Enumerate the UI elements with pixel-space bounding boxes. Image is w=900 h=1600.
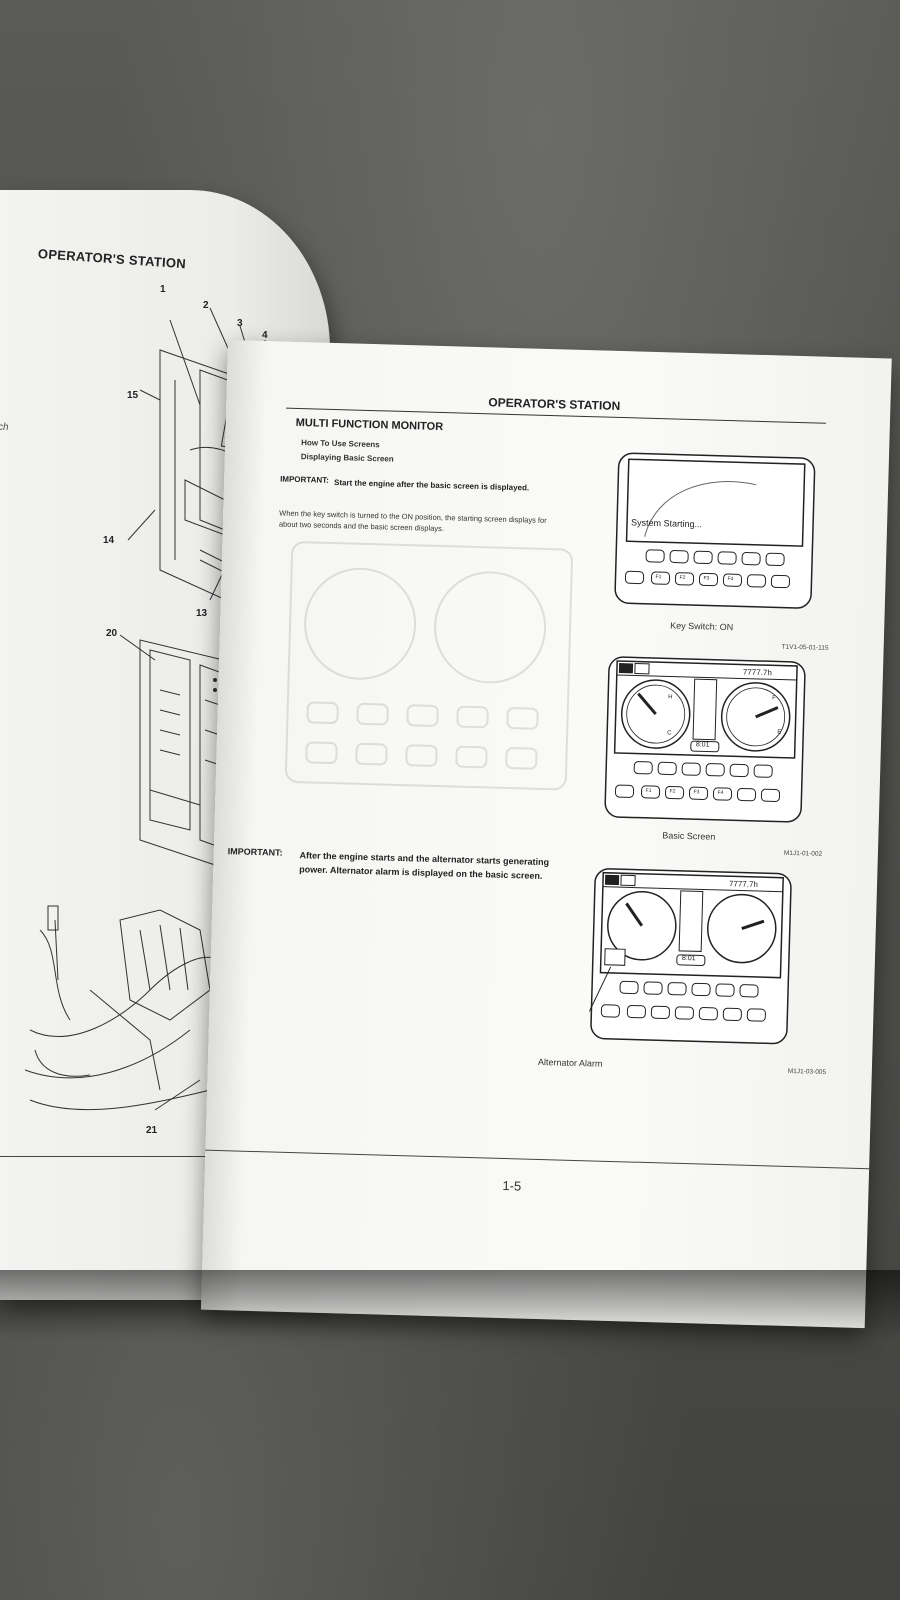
starting-screen-text: System Starting...: [630, 517, 703, 530]
callout-2: 2: [203, 300, 209, 311]
section-title: MULTI FUNCTION MONITOR: [295, 416, 444, 434]
book-shadow: [0, 1270, 900, 1340]
code-figure-3: M1J1-03-005: [787, 1067, 827, 1076]
callout-13: 13: [196, 608, 208, 619]
caption-basic-screen: Basic Screen: [662, 830, 716, 842]
code-figure-2: M1J1-01-002: [783, 849, 823, 858]
callout-4: 4: [262, 330, 268, 341]
right-page: OPERATOR'S STATION MULTI FUNCTION MONITO…: [200, 340, 892, 1329]
subheading-basic-screen: Displaying Basic Screen: [300, 452, 394, 464]
temp-high-label: H: [668, 694, 673, 701]
callout-1: 1: [160, 284, 166, 295]
show-through-diagram: [285, 541, 573, 791]
important-label-2: IMPORTANT:: [227, 846, 283, 858]
fuel-empty-label: E: [777, 729, 782, 736]
caption-key-switch: Key Switch: ON: [670, 620, 734, 633]
fkey-f2: F2: [679, 574, 686, 581]
margin-fragment: ch: [0, 422, 9, 433]
callout-20: 20: [106, 628, 118, 639]
basic-fkey-f2: F2: [669, 788, 676, 795]
important-label-1: IMPORTANT:: [280, 474, 329, 485]
monitor-figure-alternator: 7777.7h 8:01: [567, 866, 793, 1057]
callout-15: 15: [127, 390, 139, 401]
important-text-1: Start the engine after the basic screen …: [333, 478, 530, 493]
alt-hour-meter: 7777.7h: [728, 879, 759, 890]
page-number: 1-5: [502, 1177, 522, 1194]
page-header: OPERATOR'S STATION: [488, 395, 621, 413]
code-figure-1: T1V1-05-01-115: [781, 643, 829, 652]
basic-fkey-f4: F4: [717, 789, 724, 797]
callout-21: 21: [146, 1125, 158, 1136]
hour-meter: 7777.7h: [742, 667, 772, 678]
monitor-figure-starting: System Starting... F1 F2 F3 F4: [612, 451, 817, 622]
monitor-figure-basic: 7777.7h 8:01 H C F E F1 F2 F3 F4: [602, 655, 807, 836]
temp-cold-label: C: [667, 730, 672, 737]
callout-14: 14: [103, 535, 115, 546]
left-bottom-rule: [0, 1156, 210, 1157]
basic-fkey-f3: F3: [693, 789, 700, 796]
monitor-basic-illustration: [604, 656, 806, 823]
fkey-f4: F4: [727, 576, 734, 583]
alt-clock-display: 8:01: [681, 954, 696, 963]
clock-display: 8:01: [695, 741, 710, 749]
fuel-full-label: F: [772, 695, 776, 702]
basic-fkey-f1: F1: [645, 787, 652, 794]
fkey-f1: F1: [655, 574, 662, 581]
fkey-f3: F3: [703, 575, 710, 582]
caption-alternator-alarm: Alternator Alarm: [537, 1056, 603, 1069]
callout-3: 3: [237, 318, 243, 329]
monitor-starting-illustration: [614, 452, 816, 609]
monitor-alternator-illustration: [567, 868, 792, 1056]
bottom-rule: [205, 1149, 870, 1170]
subheading-how-to-use: How To Use Screens: [301, 438, 380, 450]
important-text-2: After the engine starts and the alternat…: [299, 850, 550, 881]
